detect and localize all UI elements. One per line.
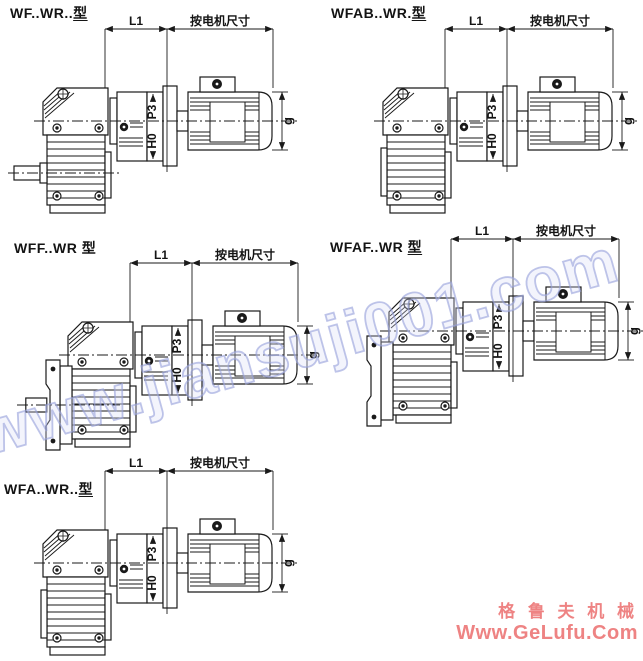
side-plate <box>380 147 388 197</box>
title-wfab: WFAB..WR.型 <box>331 3 426 23</box>
side-plate <box>40 589 48 639</box>
title-wfaf: WFAF..WR 型 <box>330 237 422 257</box>
footer-branding: 格 鲁 夫 机 械 Www.GeLufu.Com <box>456 602 638 645</box>
dim-label-l1: L1 <box>475 224 489 238</box>
gearbox-housing <box>382 87 452 214</box>
motor <box>516 76 613 151</box>
motor <box>522 286 619 361</box>
dim-label-motor: 按电机尺寸 <box>215 248 275 262</box>
dim-label-l1: L1 <box>469 14 483 28</box>
dim-label-h0: H0 <box>485 133 499 149</box>
gearbox-housing <box>42 529 112 656</box>
model-code: WF..WR.. <box>10 5 74 21</box>
title-wfa: WFA..WR..型 <box>4 479 93 499</box>
model-code: WFA..WR.. <box>4 481 79 497</box>
model-code: WFAF..WR <box>330 239 408 255</box>
dim-label-p3: P3 <box>145 546 159 561</box>
type-char: 型 <box>407 239 423 255</box>
motor <box>176 518 273 593</box>
dim-label-l1: L1 <box>129 14 143 28</box>
footer-brand-name: 格 鲁 夫 机 械 <box>498 602 638 622</box>
dim-label-p3: P3 <box>485 104 499 119</box>
dim-label-motor: 按电机尺寸 <box>536 224 596 238</box>
dim-label-h0: H0 <box>145 575 159 591</box>
dim-label-l1: L1 <box>154 248 168 262</box>
footer-url: Www.GeLufu.Com <box>456 622 638 644</box>
dim-label-p3: P3 <box>170 338 184 353</box>
dim-label-motor: 按电机尺寸 <box>190 14 250 28</box>
dim-label-l1: L1 <box>129 456 143 470</box>
dim-label-g: g <box>305 351 320 359</box>
type-char: 型 <box>73 5 88 21</box>
dim-label-g: g <box>620 117 635 125</box>
dim-label-h0: H0 <box>491 343 505 359</box>
title-wff: WFF..WR 型 <box>14 238 96 258</box>
type-char: 型 <box>411 5 427 21</box>
motor <box>201 310 298 385</box>
dim-label-g: g <box>280 559 295 567</box>
dim-label-p3: P3 <box>491 314 505 329</box>
dim-label-motor: 按电机尺寸 <box>530 14 590 28</box>
dim-label-h0: H0 <box>145 133 159 149</box>
type-char: 型 <box>78 481 93 497</box>
model-code: WFF..WR <box>14 240 82 256</box>
dim-label-h0: H0 <box>170 367 184 383</box>
gearbox-housing <box>388 297 458 424</box>
gearbox-housing <box>42 87 112 214</box>
dim-label-g: g <box>280 117 295 125</box>
dim-label-g: g <box>626 327 641 335</box>
model-code: WFAB..WR. <box>331 5 412 21</box>
output-flange <box>366 335 394 427</box>
drawing-wfaf: L1 按电机尺寸 P3 H0 g <box>366 224 643 427</box>
motor <box>176 76 273 151</box>
dim-label-p3: P3 <box>145 104 159 119</box>
drawing-wfab: L1 按电机尺寸 P3 H0 g <box>373 14 641 214</box>
drawing-wf: L1 按电机尺寸 P3 H0 g <box>8 14 301 214</box>
title-wf: WF..WR..型 <box>10 3 88 23</box>
drawing-wff: L1 按电机尺寸 P3 H0 g <box>17 248 320 451</box>
drawing-wfa: L1 按电机尺寸 P3 H0 g <box>33 456 301 656</box>
type-char: 型 <box>81 240 97 256</box>
dim-label-motor: 按电机尺寸 <box>190 456 250 470</box>
gearbox-housing <box>67 321 137 448</box>
